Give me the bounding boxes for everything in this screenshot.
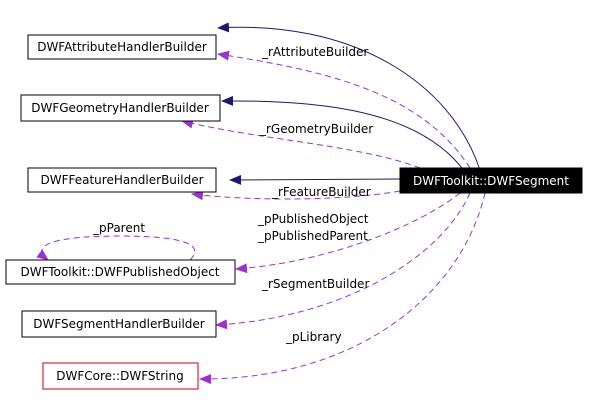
node-segment-handler-builder[interactable]: DWFSegmentHandlerBuilder: [21, 310, 217, 338]
usage-edge-geometry: [181, 118, 421, 169]
node-label: DWFFeatureHandlerBuilder: [40, 173, 203, 187]
node-attribute-handler-builder[interactable]: DWFAttributeHandlerBuilder: [27, 34, 217, 60]
node-label: DWFSegmentHandlerBuilder: [33, 317, 205, 331]
node-geometry-handler-builder[interactable]: DWFGeometryHandlerBuilder: [20, 94, 221, 122]
edge-label-p-parent: _pParent: [92, 221, 145, 235]
edge-label-r-geometry-builder: _rGeometryBuilder: [259, 122, 373, 136]
edge-label-r-feature-builder: _rFeatureBuilder: [271, 185, 371, 199]
edge-label-p-library: _pLibrary: [285, 330, 342, 344]
usage-edge-segment-builder: [215, 192, 471, 330]
usage-edge-self-parent: [36, 235, 196, 261]
usage-edge-attribute: [217, 50, 471, 169]
node-feature-handler-builder[interactable]: DWFFeatureHandlerBuilder: [27, 167, 217, 193]
node-label: DWFToolkit::DWFSegment: [413, 174, 569, 188]
node-dwfcore-string[interactable]: DWFCore::DWFString: [42, 362, 199, 390]
node-label: DWFGeometryHandlerBuilder: [31, 101, 209, 115]
edge-label-p-published-parent: _pPublishedParent: [257, 229, 368, 243]
usage-edge-published-object: [235, 192, 461, 274]
node-published-object[interactable]: DWFToolkit::DWFPublishedObject: [5, 259, 236, 285]
inheritance-edge-feature: [229, 174, 401, 185]
inheritance-edge-attribute: [217, 22, 481, 171]
node-label: DWFAttributeHandlerBuilder: [37, 40, 207, 54]
edge-label-p-published-object: _pPublishedObject: [257, 212, 369, 226]
inheritance-edge-geometry: [221, 95, 466, 173]
usage-edge-feature: [191, 190, 401, 201]
edge-label-r-attribute-builder: _rAttributeBuilder: [261, 45, 368, 59]
node-label: DWFToolkit::DWFPublishedObject: [20, 265, 219, 279]
node-label: DWFCore::DWFString: [56, 369, 183, 383]
node-main-dwfsegment[interactable]: DWFToolkit::DWFSegment: [399, 167, 583, 194]
edge-label-r-segment-builder: _rSegmentBuilder: [261, 277, 369, 291]
usage-edge-library: [199, 192, 486, 385]
